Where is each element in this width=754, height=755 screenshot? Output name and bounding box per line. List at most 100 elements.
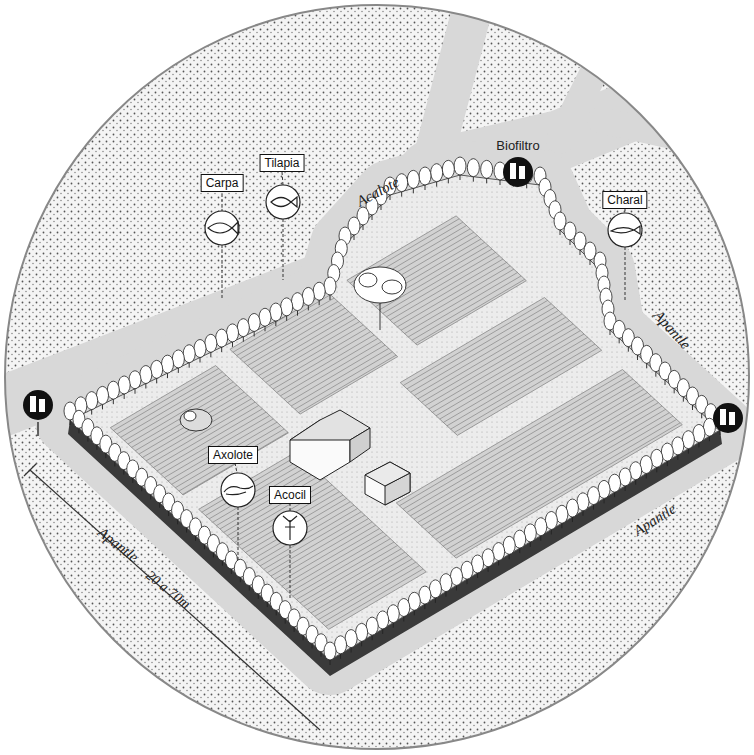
species-name: Charal xyxy=(607,193,642,207)
furrow-line xyxy=(300,545,398,603)
tree-crown xyxy=(151,360,163,378)
furrow-line xyxy=(260,508,358,566)
tree-crown xyxy=(118,376,130,394)
furrow-line xyxy=(436,331,580,416)
tree-crown xyxy=(281,298,293,316)
furrow-line xyxy=(394,259,503,323)
furrow-line xyxy=(418,314,562,399)
tree-crown xyxy=(107,381,119,399)
furrow-line xyxy=(209,461,307,519)
furrow-line xyxy=(407,304,551,389)
furrow-line xyxy=(296,542,394,600)
acalote-channel xyxy=(0,0,754,415)
furrow-line xyxy=(307,552,405,610)
furrow-line xyxy=(429,399,655,532)
biofilter-label: Biofiltro xyxy=(496,138,539,153)
tree-crown xyxy=(292,293,304,311)
furrow-line xyxy=(403,300,547,385)
furrow-line xyxy=(390,256,499,320)
tree-crown xyxy=(259,308,271,326)
tree-crown xyxy=(237,319,249,337)
tree-crown xyxy=(162,355,174,373)
furrow-line xyxy=(304,549,402,607)
tree-crown xyxy=(442,160,454,178)
dimension-tick xyxy=(24,464,36,476)
furrow-line xyxy=(425,396,651,529)
species-label-box: Carpa xyxy=(201,174,244,192)
crop-field xyxy=(230,292,398,414)
furrow-line xyxy=(407,379,633,512)
crop-fields xyxy=(110,216,682,629)
crop-field xyxy=(199,452,427,630)
tree-line xyxy=(64,157,726,665)
furrow-line xyxy=(454,423,680,556)
crop-field xyxy=(396,370,682,559)
furrow-line xyxy=(253,502,351,559)
furrow-line xyxy=(288,345,386,403)
tree-crown xyxy=(270,303,282,321)
leader-lines xyxy=(222,172,625,600)
tree-crown xyxy=(194,340,206,358)
furrow-line xyxy=(289,535,387,593)
furrow-line xyxy=(249,498,347,556)
furrow-line xyxy=(295,352,393,410)
tree-crown xyxy=(86,392,98,410)
furrow-line xyxy=(248,308,345,366)
furrow-line xyxy=(266,325,364,383)
species-icons xyxy=(205,185,642,545)
shrub xyxy=(180,409,212,431)
furrow-line xyxy=(277,335,375,393)
furrow-line xyxy=(280,338,378,396)
species-label-box: Tilapia xyxy=(260,154,305,172)
tree-crown xyxy=(140,366,152,384)
furrow-line xyxy=(256,505,354,563)
species-name: Acocil xyxy=(274,488,306,502)
furrow-line xyxy=(422,317,566,402)
furrow-line xyxy=(418,389,644,522)
chinampa-island xyxy=(70,175,720,660)
biofilter-icons xyxy=(23,157,743,436)
tree-crown xyxy=(129,371,141,389)
furrow-line xyxy=(401,266,510,330)
tree-crown xyxy=(324,642,336,660)
tree-crown xyxy=(454,157,466,175)
tree-crown xyxy=(419,167,431,185)
species-name: Tilapia xyxy=(265,156,300,170)
tree-crown xyxy=(205,334,217,352)
tree-crown xyxy=(481,160,493,178)
species-label-box: Acocil xyxy=(269,486,311,504)
furrow-line xyxy=(432,327,576,412)
furrow-line xyxy=(262,322,360,380)
furrow-line xyxy=(397,262,506,326)
furrow-line xyxy=(233,295,330,353)
furrow-line xyxy=(293,539,391,597)
species-label-box: Axolote xyxy=(208,446,258,464)
tree-crown xyxy=(183,345,195,363)
furrow-line xyxy=(259,318,357,376)
tree-crown xyxy=(227,324,239,342)
big-tree xyxy=(354,267,406,330)
furrow-line xyxy=(425,321,569,406)
furrow-line xyxy=(299,355,397,413)
tree-crown xyxy=(216,329,228,347)
furrow-line xyxy=(269,328,367,386)
furrow-line xyxy=(414,386,640,519)
furrow-line xyxy=(244,305,342,363)
species-label-box: Charal xyxy=(602,191,647,209)
tree-crown xyxy=(302,287,314,305)
furrow-line xyxy=(421,393,647,526)
furrow-line xyxy=(399,372,625,505)
tree-crown xyxy=(172,350,184,368)
species-name: Carpa xyxy=(206,176,239,190)
species-name: Axolote xyxy=(213,448,253,462)
tree-crown xyxy=(467,159,479,177)
furrow-line xyxy=(237,298,335,356)
furrow-line xyxy=(439,409,665,542)
furrow-line xyxy=(432,403,658,536)
furrow-line xyxy=(410,382,636,515)
tree-crown xyxy=(248,313,260,331)
tree-crown xyxy=(97,386,109,404)
